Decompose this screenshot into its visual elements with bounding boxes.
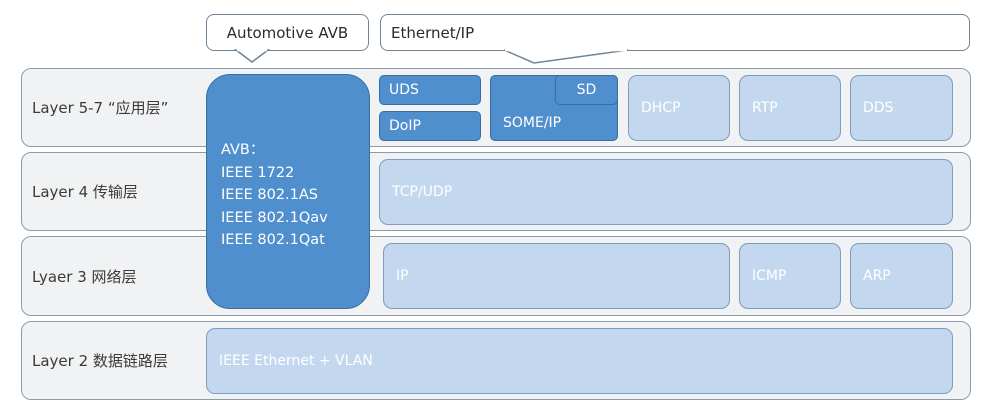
rtp-block: RTP: [739, 75, 841, 141]
sd-block: SD: [555, 75, 618, 105]
layer-3-label: Lyaer 3 网络层: [32, 267, 137, 286]
sd-label: SD: [576, 82, 597, 98]
someip-label: SOME/IP: [503, 115, 562, 131]
avb-line: IEEE 802.1AS: [221, 187, 319, 203]
layer-5-7-label: Layer 5-7 “应用层”: [32, 99, 169, 117]
icmp-label: ICMP: [752, 268, 787, 284]
ethernet-ip-callout-pointer: [503, 48, 629, 64]
dhcp-block: DHCP: [628, 75, 730, 141]
avb-block: AVB： IEEE 1722 IEEE 802.1AS IEEE 802.1Qa…: [206, 74, 370, 309]
rtp-label: RTP: [752, 100, 778, 116]
ip-block: IP: [383, 243, 730, 309]
ethernet-vlan-block: IEEE Ethernet + VLAN: [206, 328, 953, 394]
ip-label: IP: [396, 268, 409, 284]
arp-label: ARP: [863, 268, 891, 284]
layer-4-label: Layer 4 传输层: [32, 183, 138, 201]
uds-block: UDS: [379, 75, 481, 105]
dds-block: DDS: [850, 75, 953, 141]
avb-line: IEEE 802.1Qat: [221, 232, 325, 248]
doip-block: DoIP: [379, 111, 481, 141]
arp-block: ARP: [850, 243, 953, 309]
uds-label: UDS: [389, 82, 419, 98]
tcp-udp-block: TCP/UDP: [379, 159, 953, 225]
doip-label: DoIP: [389, 118, 421, 134]
dds-label: DDS: [863, 100, 894, 116]
avb-line: AVB：: [221, 142, 265, 158]
icmp-block: ICMP: [739, 243, 841, 309]
automotive-avb-callout: Automotive AVB: [206, 14, 369, 51]
avb-line: IEEE 802.1Qav: [221, 209, 328, 226]
layer-2-label: Layer 2 数据链路层: [32, 352, 168, 370]
ethernet-ip-label: Ethernet/IP: [391, 23, 475, 42]
ethernet-ip-callout: Ethernet/IP: [380, 14, 970, 51]
automotive-avb-label: Automotive AVB: [226, 23, 349, 42]
automotive-avb-callout-pointer: [233, 48, 271, 63]
tcp-udp-label: TCP/UDP: [392, 184, 453, 200]
dhcp-label: DHCP: [641, 100, 681, 116]
avb-line: IEEE 1722: [221, 164, 295, 181]
ethernet-vlan-label: IEEE Ethernet + VLAN: [219, 353, 373, 369]
